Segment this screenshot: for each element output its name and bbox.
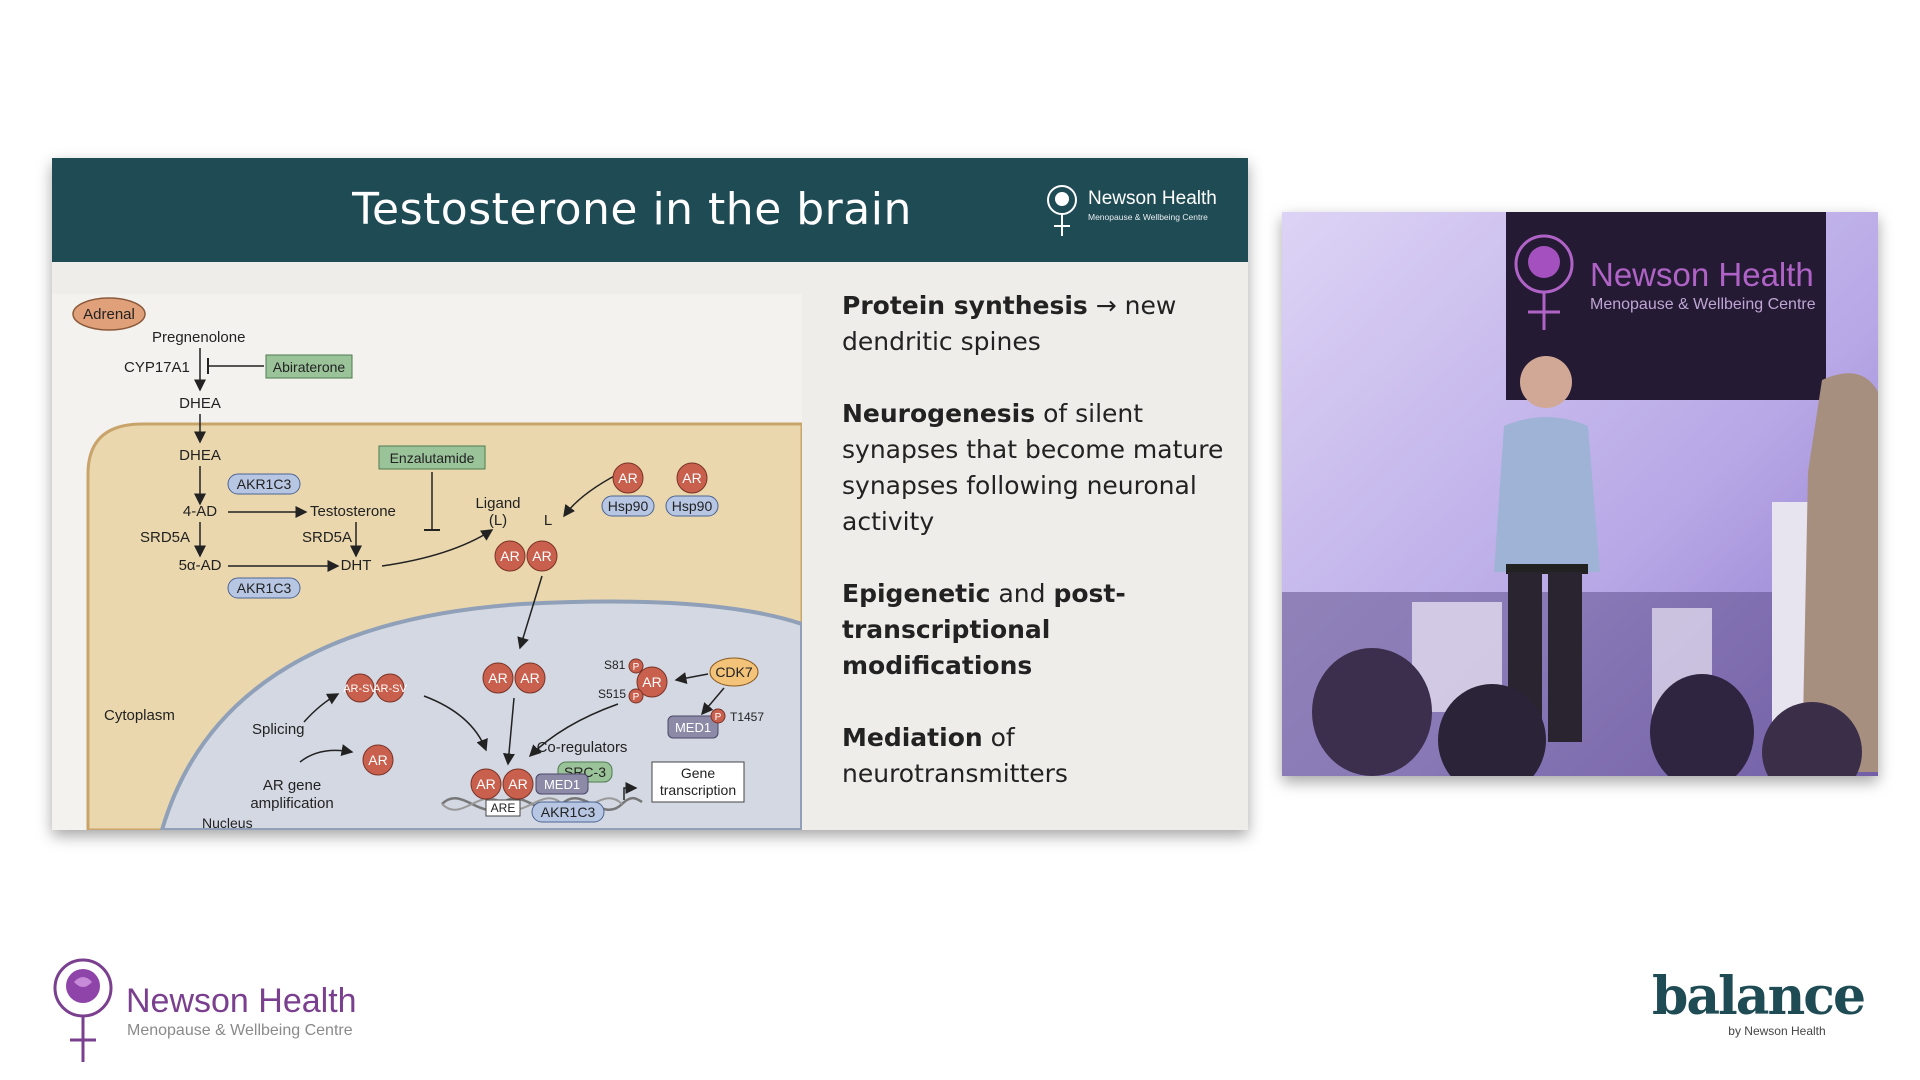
label-pregnenolone: Pregnenolone (152, 329, 245, 346)
bullet-2-rest: of silent synapses that become mature sy… (842, 399, 1224, 536)
label-akr1c3-b: AKR1C3 (237, 580, 292, 596)
label-hsp90-2: Hsp90 (672, 498, 713, 514)
label-nucleus: Nucleus (202, 815, 253, 830)
video-banner-name: Newson Health (1590, 256, 1814, 293)
label-dht: DHT (341, 557, 372, 574)
label-akr1c3-a: AKR1C3 (237, 476, 292, 492)
label-s515: S515 (598, 687, 626, 701)
label-ar-1: AR (500, 548, 519, 564)
speaker-video: Newson Health Menopause & Wellbeing Cent… (1282, 212, 1878, 776)
label-testosterone: Testosterone (310, 503, 396, 520)
balance-byline: by Newson Health (1728, 1024, 1826, 1038)
label-enzalutamide: Enzalutamide (390, 450, 475, 466)
label-ar-10: AR (508, 776, 527, 792)
label-abiraterone: Abiraterone (273, 359, 346, 375)
label-p-3: P (715, 712, 722, 723)
label-p-1: P (633, 662, 640, 673)
label-cyp17a1: CYP17A1 (124, 359, 190, 376)
bullet-mediation: Mediation of neurotransmitters (842, 720, 1242, 792)
balance-wordmark: balance (1652, 966, 1866, 1027)
bullet-3-bold: Epigenetic (842, 579, 991, 608)
bullet-1-bold: Protein synthesis (842, 291, 1088, 320)
presentation-slide: Testosterone in the brain Newson Health … (52, 158, 1248, 830)
label-akr1c3-c: AKR1C3 (541, 804, 596, 820)
label-ar-5: AR (488, 670, 507, 686)
label-ar-gene-amp-1: AR gene (263, 777, 321, 794)
footer-logo-sub: Menopause & Wellbeing Centre (127, 1022, 353, 1039)
label-hsp90-1: Hsp90 (608, 498, 649, 514)
label-ligand-l: (L) (489, 512, 507, 529)
bullet-4-bold: Mediation (842, 723, 983, 752)
bullet-neurogenesis: Neurogenesis of silent synapses that bec… (842, 396, 1242, 540)
bullet-3-bold2: post-transcriptional modifications (842, 579, 1126, 680)
bullet-protein-synthesis: Protein synthesis → new dendritic spines (842, 288, 1242, 360)
footer-logo-name: Newson Health (126, 982, 357, 1020)
nucleus-region (159, 599, 804, 830)
label-srd5a-left: SRD5A (140, 529, 190, 546)
label-ar-gene-amp-2: amplification (250, 795, 333, 812)
label-ar-2: AR (532, 548, 551, 564)
label-dhea-cell: DHEA (179, 447, 221, 464)
label-ar-4: AR (682, 470, 701, 486)
label-4-ad: 4-AD (183, 503, 217, 520)
label-ar-9: AR (476, 776, 495, 792)
label-ar-8: AR (368, 752, 387, 768)
label-adrenal: Adrenal (83, 306, 135, 323)
label-ar-sv-1: AR-SV (343, 683, 377, 695)
label-ar-sv-2: AR-SV (373, 683, 407, 695)
label-t1457: T1457 (730, 710, 764, 724)
balance-logo: balance by Newson Health (1652, 966, 1866, 1048)
slide-header: Testosterone in the brain Newson Health … (52, 158, 1248, 262)
label-p-2: P (633, 692, 640, 703)
header-logo-name: Newson Health (1088, 188, 1217, 209)
newson-health-logo: Newson Health Menopause & Wellbeing Cent… (50, 956, 380, 1066)
bullet-1-rest: → new dendritic spines (842, 291, 1177, 356)
pathway-figure: Adrenal Pregnenolone CYP17A1 Abiraterone… (52, 294, 804, 830)
label-s81: S81 (604, 658, 626, 672)
label-ar-6: AR (520, 670, 539, 686)
rose-venus-logo-icon (1047, 185, 1077, 236)
rose-venus-logo-icon (53, 958, 113, 1062)
label-are: ARE (491, 801, 516, 815)
label-cdk7: CDK7 (715, 664, 753, 680)
header-logo-sub: Menopause & Wellbeing Centre (1088, 212, 1208, 222)
label-med1-b: MED1 (544, 777, 580, 792)
label-med1-a: MED1 (675, 720, 711, 735)
bullet-4-rest: of neurotransmitters (842, 723, 1068, 788)
label-gene-1: Gene (681, 765, 715, 781)
label-srd5a-right: SRD5A (302, 529, 352, 546)
bullet-3-rest: and (990, 579, 1054, 608)
label-ar-7: AR (642, 674, 661, 690)
label-l: L (544, 512, 552, 529)
video-banner-sub: Menopause & Wellbeing Centre (1590, 296, 1816, 313)
bullet-list: Protein synthesis → new dendritic spines… (842, 288, 1242, 828)
label-cytoplasm: Cytoplasm (104, 707, 175, 724)
label-dhea-top: DHEA (179, 395, 221, 412)
label-ligand: Ligand (475, 495, 520, 512)
label-splicing: Splicing (252, 721, 305, 738)
header-logo: Newson Health Menopause & Wellbeing Cent… (1044, 182, 1224, 238)
label-ar-3: AR (618, 470, 637, 486)
bullet-epigenetic: Epigenetic and post-transcriptional modi… (842, 576, 1242, 684)
label-gene-2: transcription (660, 782, 736, 798)
label-co-regulators: Co-regulators (537, 739, 628, 756)
slide-title: Testosterone in the brain (352, 184, 912, 235)
bullet-2-bold: Neurogenesis (842, 399, 1036, 428)
label-5a-ad: 5α-AD (179, 557, 222, 574)
